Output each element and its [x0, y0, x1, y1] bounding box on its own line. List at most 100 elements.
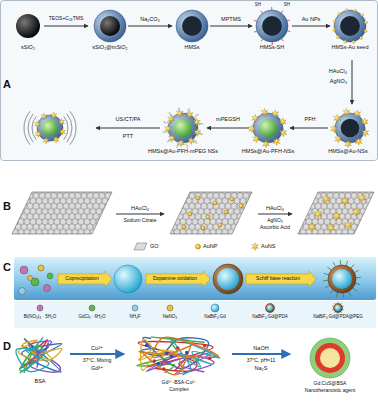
- peg-chain: [163, 121, 168, 123]
- reaction-arrow: [258, 214, 292, 215]
- process-label: Dopamine oxidation: [153, 276, 197, 282]
- gold-seed: [344, 40, 347, 43]
- gold-nanoparticle: [230, 197, 234, 201]
- hollow-core: [182, 16, 202, 36]
- reaction-arrow: [292, 26, 330, 27]
- application-label: PTT: [123, 133, 133, 139]
- reaction-arrow: [70, 353, 124, 355]
- gold-nanostar: [178, 139, 185, 147]
- mesoporous-shell: [176, 10, 208, 42]
- reagent-label: Na₂CO₃: [140, 16, 160, 22]
- gold-seed: [333, 20, 336, 23]
- reagent-label: AgNO₃: [267, 218, 283, 224]
- reagent-label: TEOS+C₁₈TMS: [49, 16, 83, 22]
- peg-chain: [194, 140, 198, 144]
- peg-chain: [334, 312, 335, 313]
- peg-chain: [323, 280, 328, 281]
- peg-chain: [325, 286, 329, 288]
- compound-label: HMSs: [185, 44, 200, 50]
- gold-nanostar: [58, 118, 64, 125]
- reaction-arrow: [44, 26, 88, 27]
- metal-ion: [165, 352, 169, 356]
- panel-letter: B: [3, 200, 11, 213]
- gold-seed: [352, 40, 355, 43]
- cus-layer: [315, 343, 345, 373]
- compound-label: BSA: [34, 378, 45, 384]
- gold-nanostar: [327, 224, 335, 233]
- gold-nanoparticle: [196, 196, 200, 200]
- reagent-label: HAuCl₄: [329, 68, 347, 74]
- legend-ball: [167, 305, 173, 311]
- gold-nanostar: [51, 112, 57, 119]
- precursor-ion: [28, 276, 33, 281]
- peg-chain: [355, 283, 360, 284]
- legend-ball: [211, 304, 219, 312]
- gold-nanostar: [361, 118, 368, 126]
- legend-text: AuNS: [261, 243, 275, 249]
- gold-seed: [364, 29, 367, 32]
- application-label: US/CT/PA: [116, 116, 141, 122]
- gold-nanostar: [176, 109, 183, 117]
- peg-chain: [351, 264, 354, 268]
- peg-chain: [330, 290, 333, 294]
- gold-nanostar: [249, 125, 256, 133]
- gold-nanostar: [279, 118, 286, 126]
- reaction-band: [14, 257, 376, 300]
- peg-chain: [343, 293, 344, 298]
- metal-ion: [208, 356, 212, 360]
- reagent-label: Cu²⁺: [91, 345, 103, 351]
- peg-chain: [346, 261, 347, 266]
- nanoparticle-core: [217, 268, 239, 290]
- peg-chain: [324, 273, 329, 274]
- gold-nanostar: [186, 111, 193, 119]
- gold-nanostar: [343, 108, 350, 116]
- legend-sheet: [134, 243, 147, 250]
- reaction-arrow: [128, 26, 172, 27]
- metal-ion: [153, 359, 157, 363]
- gold-nanoparticle: [224, 210, 228, 214]
- thiol-group: [271, 7, 272, 10]
- legend-ball: [335, 305, 341, 311]
- mesoporous-shell: [168, 113, 198, 143]
- reagent-label: Sodium Citrate: [123, 218, 156, 224]
- thiol-group: [281, 10, 283, 12]
- gold-nanoparticle: [213, 201, 217, 205]
- reagent-label: HAuCl₄: [266, 205, 284, 211]
- metal-ion: [185, 351, 189, 355]
- gold-seed: [364, 21, 367, 24]
- reagent-label: NaOH: [253, 345, 268, 351]
- compound-label: NaBiF₄:Gd@PDA: [252, 314, 287, 319]
- group-label: SH: [255, 2, 261, 7]
- gold-nanoparticle: [218, 223, 222, 227]
- mesoporous-shell: [37, 115, 63, 141]
- compound-label: GdCl₃ · 6H₂O: [78, 314, 105, 319]
- peg-chain: [186, 144, 188, 149]
- compound-label: sSiO₂: [21, 44, 35, 50]
- reagent-label: Na₂S: [255, 365, 268, 371]
- signal-wave: [64, 116, 68, 139]
- process-label: Schiff base reaction: [256, 276, 300, 282]
- gold-nanostar: [322, 195, 330, 204]
- gold-nanostar: [345, 140, 352, 148]
- gold-nanostar: [273, 137, 280, 145]
- reagent-label: Gd³⁺: [91, 365, 103, 371]
- panel-letter: D: [3, 340, 11, 353]
- reaction-arrow: [116, 214, 164, 215]
- gold-nanostar: [165, 125, 172, 133]
- peg-chain: [169, 113, 173, 117]
- thiol-group: [282, 39, 284, 41]
- legend-ball: [132, 305, 138, 311]
- gold-nanostar: [334, 114, 341, 122]
- gold-nanostar: [362, 129, 369, 137]
- peg-chain: [341, 312, 342, 313]
- gold-nanostar: [252, 114, 259, 122]
- compound-label: HMSs@Au-PFH-NSs: [242, 148, 294, 154]
- compound-label: Gd³⁺-BSA-Cu²⁺: [161, 380, 196, 386]
- compound-label: NH₄F: [129, 314, 140, 319]
- reaction-arrow: [210, 26, 252, 27]
- precursor-ion: [20, 266, 28, 274]
- condition-label: 37°C, Mixing: [83, 358, 111, 364]
- graphene-oxide-sheet: [12, 192, 112, 234]
- peg-chain: [176, 143, 178, 148]
